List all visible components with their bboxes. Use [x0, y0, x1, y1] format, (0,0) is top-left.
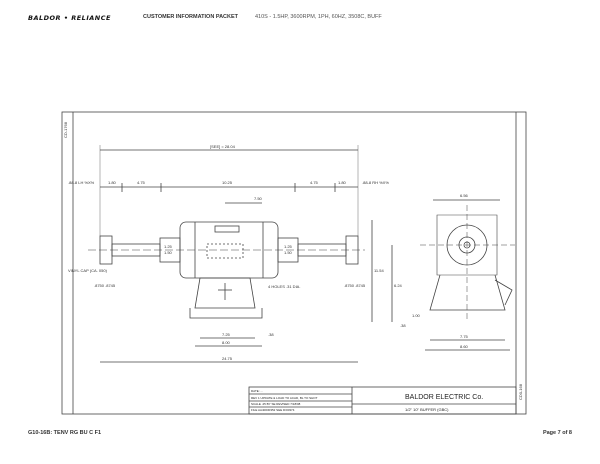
side-dim-3: 6.24 [394, 283, 403, 288]
side-dim-5: .38 [400, 323, 406, 328]
brand-logo: BALDOR • RELIANCE [28, 14, 111, 22]
base-dim-1: 7.25 [222, 332, 231, 337]
dim-3: 10.25 [222, 180, 233, 185]
title-block [248, 386, 517, 415]
side-dim-7: 8.60 [460, 344, 469, 349]
overall-dim: [SEE] = 28.04 [210, 144, 236, 149]
holes-note: 4 HOLES .31 DIA. [268, 284, 300, 289]
left-side-label: CD-1768 [63, 121, 68, 138]
right-wheel [345, 235, 359, 265]
side-dim-1: 6.56 [460, 193, 469, 198]
base-dim-3: .38 [268, 332, 274, 337]
title-row-4: FILE AA40030352 SEE D/00374 [251, 408, 295, 412]
title-row-3: SCALE .25 BY SE REVISED 7/18/08 [251, 402, 301, 406]
side-pedestal [429, 274, 506, 311]
dim-2: 4.75 [137, 180, 146, 185]
right-note: .88-8 RH %X% [362, 180, 389, 185]
right-dia: .8750 .8745 [344, 283, 366, 288]
company-name: BALDOR ELECTRIC Co. [405, 394, 483, 401]
drawing-title: 1/2" 10" BUFFER (GBC) [405, 407, 449, 412]
pedestal [194, 277, 256, 309]
small-dim-3: 1.25 [284, 244, 293, 249]
dim-1: 1.80 [108, 180, 117, 185]
side-dim-4: 1.00 [412, 313, 421, 318]
dim-5: 1.80 [338, 180, 347, 185]
product-description: 410S - 1.5HP, 3600RPM, 1PH, 60HZ, 3508C,… [255, 14, 382, 20]
center-dim: 7.50 [254, 196, 263, 201]
left-note: .88-8 LH %X% [68, 180, 95, 185]
overall-length: 24.75 [222, 356, 233, 361]
small-dim-4: 1.50 [284, 250, 293, 255]
title-row-1: DATE: ... [251, 389, 263, 393]
left-dia: .8750 .8745 [94, 283, 116, 288]
footer-page: Page 7 of 8 [542, 430, 572, 436]
title-row-2: REV 1 UPDATE & LOAD TO ACAD, BL TO SHOT [251, 396, 318, 400]
right-side-label: CD0-168 [518, 383, 523, 400]
vinyl-cap: VINYL CAP (CA. 050) [68, 268, 108, 273]
small-dim-2: 1.50 [164, 250, 173, 255]
side-dim-2: 11.54 [374, 268, 384, 273]
dim-4: 4.75 [310, 180, 319, 185]
base-dim-2: 8.00 [222, 340, 231, 345]
small-dim-1: 1.25 [164, 244, 173, 249]
footer-doc-id: G10-16B: TENV RG BU C F1 [28, 430, 102, 436]
drawing-border [61, 111, 527, 415]
packet-title: CUSTOMER INFORMATION PACKET [143, 14, 239, 20]
side-dim-6: 7.75 [460, 334, 469, 339]
